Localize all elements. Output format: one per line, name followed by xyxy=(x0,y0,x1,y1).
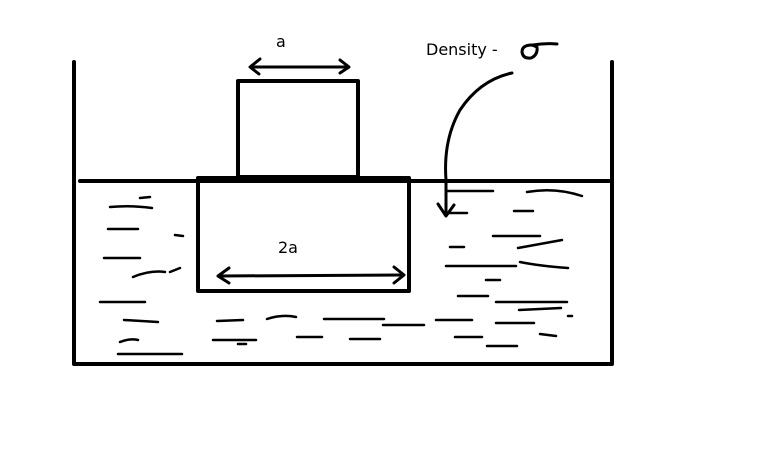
dimension-arrow-2a xyxy=(216,265,406,285)
density-label: Density - xyxy=(426,40,498,59)
tank xyxy=(72,60,614,366)
density-pointer-arrow xyxy=(436,71,514,218)
dimension-arrow-a xyxy=(248,57,351,76)
small-block xyxy=(236,79,360,179)
sigma-symbol-icon xyxy=(520,42,559,60)
liquid-waves xyxy=(98,188,584,356)
label-a: a xyxy=(276,32,286,51)
large-block xyxy=(196,176,411,293)
label-2a: 2a xyxy=(278,238,298,257)
